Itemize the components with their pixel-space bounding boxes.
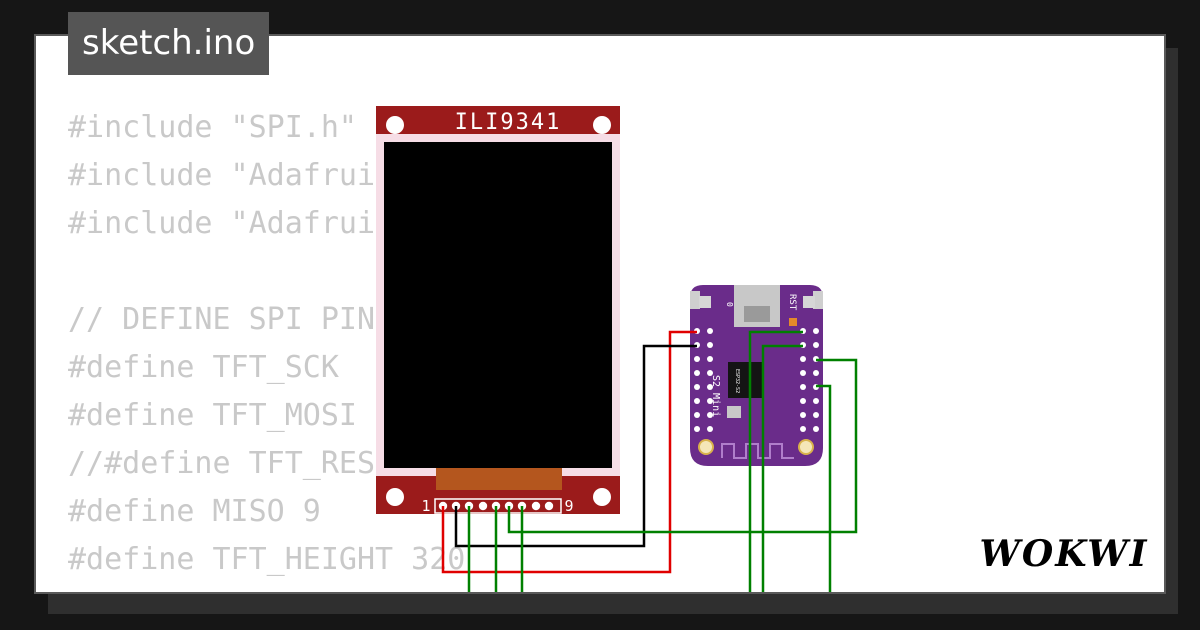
display-ribbon (436, 468, 562, 490)
pin-start-label: 1 (421, 497, 430, 515)
mount-hole-icon (593, 116, 611, 134)
boot-button-icon[interactable] (690, 291, 700, 309)
pcb-antenna (721, 443, 794, 459)
wokwi-logo: WOKWI (979, 533, 1148, 575)
code-line: #define MISO 9 (68, 494, 321, 529)
wire-red[interactable] (441, 330, 697, 574)
file-tab[interactable]: sketch.ino (68, 12, 270, 75)
usb-c-opening (744, 306, 770, 322)
mount-hole-icon (798, 439, 814, 455)
boot-label: 0 (725, 302, 734, 307)
wire-black[interactable] (454, 344, 697, 548)
rst-label: RST (787, 294, 797, 311)
pin-header (434, 498, 562, 514)
code-line: #define TFT_HEIGHT 320 (68, 542, 466, 577)
code-line: //#define TFT_RES (68, 446, 376, 481)
chip-label: ESP32-S2 (734, 369, 740, 393)
display-title: ILI9341 (455, 110, 562, 135)
button-cap-icon (699, 296, 711, 308)
wire-green[interactable] (761, 344, 803, 600)
wires (441, 330, 858, 600)
wire-green[interactable] (507, 358, 858, 534)
reset-button-icon[interactable] (813, 291, 823, 309)
pin-end-label: 9 (564, 497, 573, 515)
esp32-chip (728, 362, 764, 398)
ldo-component (727, 406, 741, 418)
wire-green[interactable] (748, 330, 803, 600)
code-line: #define TFT_CS 12 (68, 584, 592, 592)
mount-hole-icon (698, 439, 714, 455)
s2-mini-board[interactable]: 0 RST ESP32-S2 S2 Mini (690, 285, 823, 466)
ili9341-display[interactable]: ILI9341 1 9 (376, 106, 620, 515)
logo-text: WOKWI (979, 533, 1148, 575)
board-name: S2 Mini (710, 375, 721, 417)
wire-green[interactable] (816, 384, 832, 600)
button-cap-icon (803, 296, 815, 308)
code-line: #define TFT_MOSI (68, 398, 357, 433)
code-line: #include "SPI.h" (68, 110, 357, 145)
mcu-right-pins (800, 328, 819, 432)
mount-hole-icon (386, 488, 404, 506)
display-screen (384, 142, 612, 468)
mount-hole-icon (386, 116, 404, 134)
mount-hole-icon (593, 488, 611, 506)
led-icon (789, 318, 797, 326)
code-line: #define TFT_SCK (68, 350, 339, 385)
